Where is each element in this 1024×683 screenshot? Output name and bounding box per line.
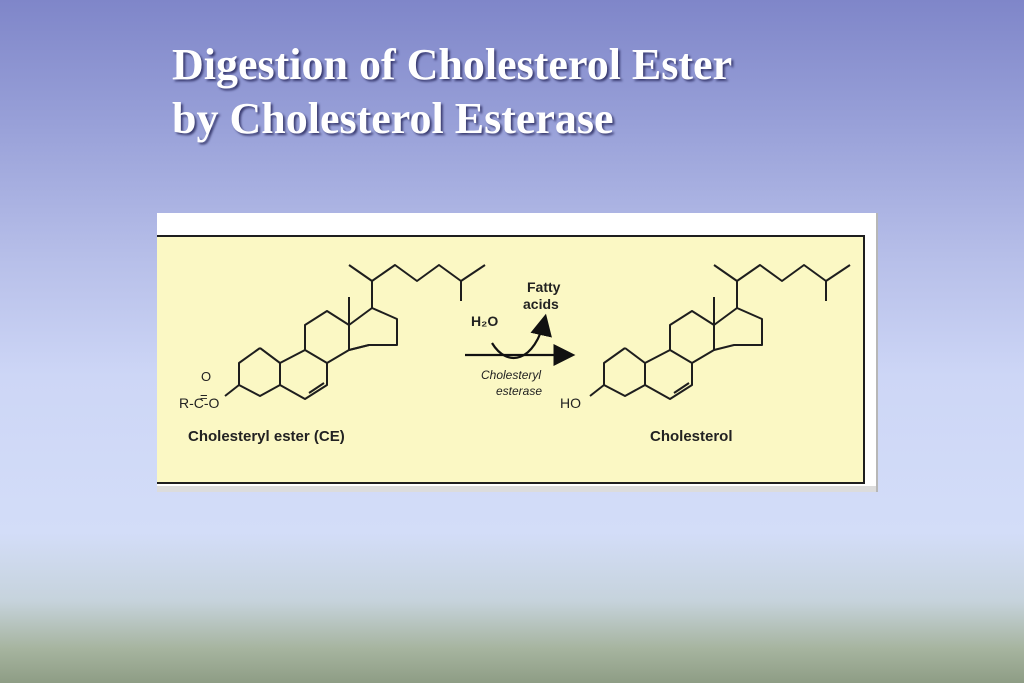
fatty-acids-line-1: Fatty bbox=[527, 279, 561, 295]
hydroxyl-group: HO bbox=[560, 395, 581, 411]
enzyme-line-2: esterase bbox=[496, 384, 542, 398]
fatty-acids-line-2: acids bbox=[523, 296, 559, 312]
reactant-label: Cholesteryl ester (CE) bbox=[188, 428, 345, 445]
slide-title: Digestion of Cholesterol Ester by Choles… bbox=[172, 38, 732, 146]
cholesteryl-ester-structure bbox=[224, 264, 486, 400]
reaction-svg: = O R-C-O HO bbox=[179, 264, 851, 445]
enzyme-line-1: Cholesteryl bbox=[481, 368, 541, 382]
cholesterol-structure bbox=[589, 264, 851, 400]
ester-group: R-C-O bbox=[179, 395, 220, 411]
carbonyl-bond: = bbox=[200, 389, 208, 404]
carbonyl-oxygen: O bbox=[201, 369, 211, 384]
reaction-figure: = O R-C-O HO bbox=[157, 213, 878, 492]
title-line-1: Digestion of Cholesterol Ester bbox=[172, 40, 733, 89]
reaction-arrow bbox=[465, 313, 576, 366]
product-label: Cholesterol bbox=[650, 428, 733, 445]
figure-bottom-band bbox=[157, 486, 876, 492]
water-reagent: H₂O bbox=[471, 313, 498, 329]
title-line-2: by Cholesterol Esterase bbox=[172, 94, 614, 143]
